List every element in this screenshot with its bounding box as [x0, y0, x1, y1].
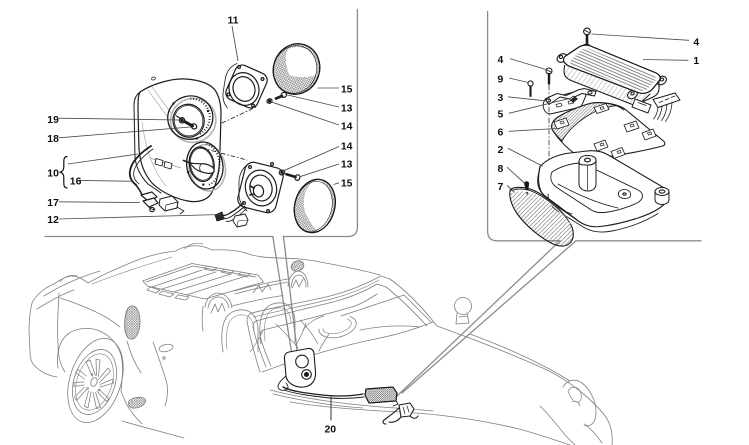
svg-text:20: 20 — [325, 424, 337, 435]
svg-text:19: 19 — [47, 115, 59, 126]
svg-text:12: 12 — [47, 215, 59, 226]
svg-text:8: 8 — [498, 164, 504, 175]
svg-text:15: 15 — [341, 84, 353, 95]
svg-text:7: 7 — [498, 182, 504, 193]
svg-text:14: 14 — [341, 141, 353, 152]
svg-text:10: 10 — [47, 168, 59, 179]
svg-text:4: 4 — [693, 38, 699, 49]
svg-text:1: 1 — [693, 56, 699, 67]
svg-text:9: 9 — [498, 74, 504, 85]
svg-text:14: 14 — [341, 121, 353, 132]
svg-text:16: 16 — [70, 177, 82, 188]
svg-text:5: 5 — [498, 109, 504, 120]
svg-text:17: 17 — [47, 198, 59, 209]
svg-text:3: 3 — [498, 93, 504, 104]
svg-text:4: 4 — [498, 55, 504, 66]
svg-text:6: 6 — [498, 128, 504, 139]
svg-text:13: 13 — [341, 159, 353, 170]
svg-text:18: 18 — [47, 134, 59, 145]
svg-text:11: 11 — [228, 16, 239, 27]
svg-text:2: 2 — [498, 145, 504, 156]
svg-text:13: 13 — [341, 103, 353, 114]
svg-text:15: 15 — [341, 178, 353, 189]
